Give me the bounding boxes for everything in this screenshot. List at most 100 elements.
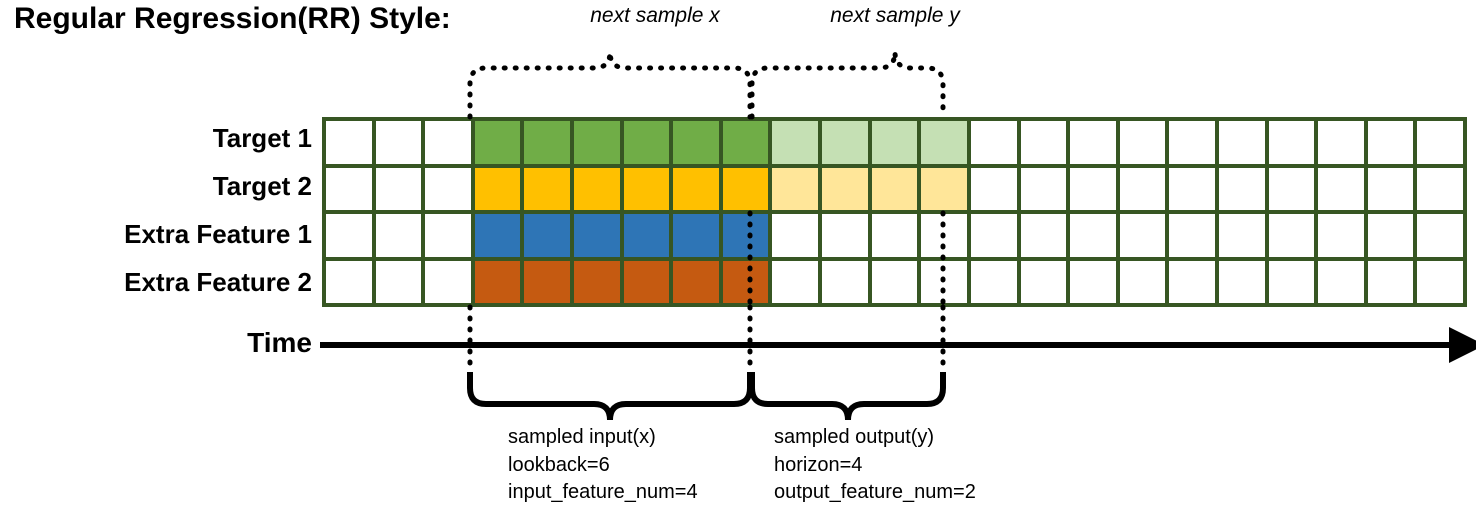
grid-cell-r2-c12: [871, 167, 918, 210]
grid-cell-r2-c1: [326, 167, 372, 210]
grid-cell-r4-c1: [326, 260, 372, 303]
grid-cell-r3-c14: [970, 214, 1017, 257]
grid-cell-r2-c22: [1367, 167, 1414, 210]
grid-cell-r1-c22: [1367, 121, 1414, 164]
grid-cell-r2-c5: [524, 167, 571, 210]
grid-cell-r4-c6: [574, 260, 620, 303]
grid-cell-r2-c11: [822, 167, 868, 210]
grid-cell-r3-c23: [1417, 214, 1463, 257]
grid-cell-r1-c5: [524, 121, 571, 164]
row-label-target-2: Target 2: [212, 171, 312, 201]
grid-cell-r1-c17: [1119, 121, 1166, 164]
grid-cell-r2-c16: [1070, 167, 1116, 210]
grid-cell-r2-c7: [623, 167, 670, 210]
grid-cell-r2-c17: [1119, 167, 1166, 210]
grid-cell-r3-c15: [1020, 214, 1067, 257]
time-axis-label: Time: [247, 327, 312, 358]
grid-cell-r1-c2: [375, 121, 422, 164]
grid-cell-r4-c16: [1070, 260, 1116, 303]
grid-cell-r2-c18: [1169, 167, 1215, 210]
grid-cell-r4-c18: [1169, 260, 1215, 303]
top-annotation-next-sample-y: next sample y: [830, 4, 960, 27]
grid-cell-r1-c14: [970, 121, 1017, 164]
grid-cell-r1-c18: [1169, 121, 1215, 164]
grid-cell-r3-c18: [1169, 214, 1215, 257]
grid-cell-r2-c8: [673, 167, 719, 210]
grid-cell-r2-c21: [1318, 167, 1364, 210]
grid-cell-r1-c21: [1318, 121, 1364, 164]
grid-cell-r2-c19: [1218, 167, 1265, 210]
grid-cell-r1-c16: [1070, 121, 1116, 164]
row-label-extra-feature-1: Extra Feature 1: [124, 219, 312, 249]
grid-cell-r3-c1: [326, 214, 372, 257]
bottom-annotation-input: sampled input(x) lookback=6 input_featur…: [508, 424, 698, 507]
grid-cell-r2-c15: [1020, 167, 1067, 210]
grid-cell-r2-c6: [574, 167, 620, 210]
grid-cell-r4-c20: [1268, 260, 1315, 303]
grid-cell-r4-c10: [772, 260, 819, 303]
row-label-extra-feature-2: Extra Feature 2: [124, 267, 312, 297]
grid-cell-r4-c23: [1417, 260, 1463, 303]
row-label-column: Target 1 Target 2 Extra Feature 1 Extra …: [0, 117, 312, 307]
grid-cell-r3-c4: [474, 214, 521, 257]
grid-cell-r3-c19: [1218, 214, 1265, 257]
grid-cell-r4-c14: [970, 260, 1017, 303]
grid-cell-r3-c3: [425, 214, 471, 257]
sampled-output-title: sampled output(y): [774, 426, 935, 448]
horizon-value: horizon=4: [774, 453, 863, 476]
grid-cell-r4-c12: [871, 260, 918, 303]
grid-cell-r4-c11: [822, 260, 868, 303]
grid-cell-r1-c11: [822, 121, 868, 164]
grid-cell-r4-c7: [623, 260, 670, 303]
lookback-value: lookback=6: [508, 453, 610, 476]
grid-cell-r3-c12: [871, 214, 918, 257]
grid-cell-r1-c13: [921, 121, 967, 164]
grid-cell-r3-c9: [722, 214, 769, 257]
top-annotation-next-sample-x: next sample x: [590, 4, 720, 27]
grid-cell-r1-c9: [722, 121, 769, 164]
grid-cell-r1-c4: [474, 121, 521, 164]
grid-cell-r2-c13: [921, 167, 967, 210]
grid-cell-r4-c4: [474, 260, 521, 303]
grid-cell-r4-c3: [425, 260, 471, 303]
grid-cell-r4-c13: [921, 260, 967, 303]
grid-cell-r3-c13: [921, 214, 967, 257]
grid-cell-r4-c5: [524, 260, 571, 303]
grid-cell-r4-c8: [673, 260, 719, 303]
bottom-brace-sampled-output: [749, 372, 946, 421]
bottom-brace-sampled-input: [467, 372, 753, 421]
grid-cell-r2-c14: [970, 167, 1017, 210]
grid-cell-r4-c21: [1318, 260, 1364, 303]
grid-cell-r1-c19: [1218, 121, 1265, 164]
grid-cell-r4-c22: [1367, 260, 1414, 303]
grid-cell-r2-c20: [1268, 167, 1315, 210]
grid-cell-r1-c15: [1020, 121, 1067, 164]
top-brace-next-sample-y: [749, 51, 946, 120]
grid-cell-r1-c10: [772, 121, 819, 164]
grid-cell-r2-c10: [772, 167, 819, 210]
grid-cell-r3-c2: [375, 214, 422, 257]
top-brace-next-sample-x: [467, 51, 753, 120]
grid-cell-r4-c15: [1020, 260, 1067, 303]
grid-cell-r1-c1: [326, 121, 372, 164]
grid-cell-r1-c7: [623, 121, 670, 164]
grid-cell-r1-c12: [871, 121, 918, 164]
grid-cell-r2-c3: [425, 167, 471, 210]
grid-cell-r3-c6: [574, 214, 620, 257]
grid-cell-r3-c10: [772, 214, 819, 257]
grid-cell-r3-c17: [1119, 214, 1166, 257]
grid-cell-r3-c22: [1367, 214, 1414, 257]
grid-cell-r4-c2: [375, 260, 422, 303]
grid-cell-r3-c8: [673, 214, 719, 257]
timeline-grid: [322, 117, 1467, 307]
row-label-target-1: Target 1: [212, 123, 312, 153]
grid-cell-r3-c7: [623, 214, 670, 257]
input-feature-num: input_feature_num=4: [508, 481, 698, 504]
grid-cell-r1-c23: [1417, 121, 1463, 164]
grid-cell-r3-c21: [1318, 214, 1364, 257]
grid-cell-r1-c20: [1268, 121, 1315, 164]
page-title: Regular Regression(RR) Style:: [14, 2, 451, 35]
grid-cell-r3-c11: [822, 214, 868, 257]
grid-cell-r4-c19: [1218, 260, 1265, 303]
